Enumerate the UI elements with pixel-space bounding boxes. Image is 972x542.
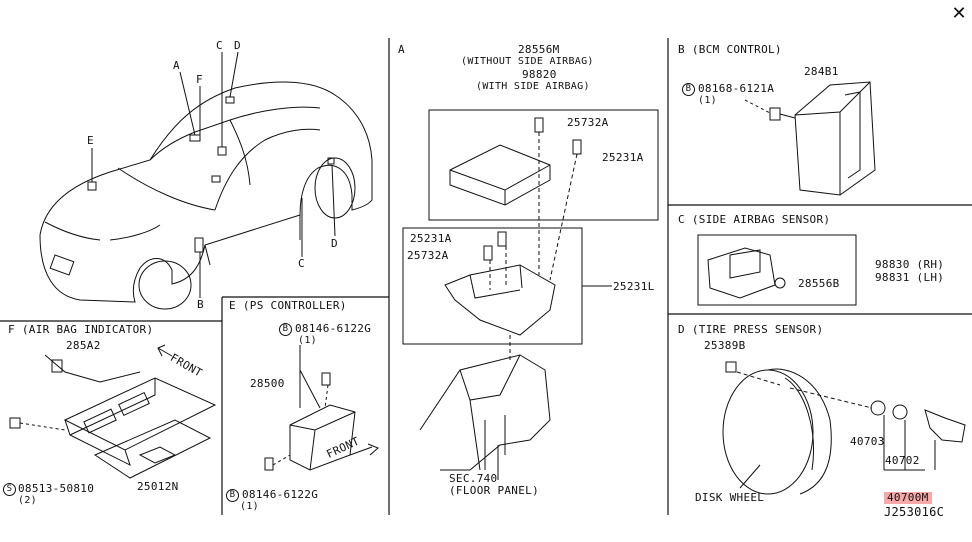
section-c-title: C (SIDE AIRBAG SENSOR) bbox=[678, 213, 831, 226]
section-b-drawing bbox=[744, 81, 876, 196]
car-label-a: A bbox=[173, 59, 180, 72]
part-40702: 40702 bbox=[885, 454, 920, 467]
part-08513-50810: 08513-50810 bbox=[18, 482, 95, 495]
part-40703: 40703 bbox=[850, 435, 885, 448]
car-label-e: E bbox=[87, 134, 94, 147]
section-d-drawing bbox=[722, 361, 966, 495]
diagram-code: J253016C bbox=[884, 505, 945, 519]
bolt-qty-b: (1) bbox=[698, 95, 717, 106]
car-label-c-bottom: C bbox=[298, 257, 305, 270]
part-25389b: 25389B bbox=[704, 339, 746, 352]
close-button[interactable]: ✕ bbox=[951, 3, 967, 24]
sec-740-label: SEC.740 bbox=[449, 472, 498, 485]
part-25732a-top: 25732A bbox=[567, 116, 609, 129]
section-d-title: D (TIRE PRESS SENSOR) bbox=[678, 323, 824, 336]
part-284b1: 284B1 bbox=[804, 65, 839, 78]
part-98820: 98820 bbox=[522, 68, 557, 81]
with-side-airbag-note: (WITH SIDE AIRBAG) bbox=[476, 81, 590, 92]
section-b-title: B (BCM CONTROL) bbox=[678, 43, 782, 56]
part-285a2: 285A2 bbox=[66, 339, 101, 352]
part-08168-6121a: 08168-6121A bbox=[698, 82, 775, 95]
section-a-letter: A bbox=[398, 43, 405, 56]
bolt-circle-b: B bbox=[682, 83, 695, 96]
car-label-d-top: D bbox=[234, 39, 241, 52]
car-label-d-bottom: D bbox=[331, 237, 338, 250]
section-e-title: E (PS CONTROLLER) bbox=[229, 299, 347, 312]
part-98830: 98830 (RH) bbox=[875, 258, 945, 271]
screw-circle-s: S bbox=[3, 483, 16, 496]
part-28556m: 28556M bbox=[518, 43, 560, 56]
part-08146-6122g-top: 08146-6122G bbox=[295, 322, 372, 335]
section-a-drawing bbox=[402, 109, 659, 480]
car-label-f: F bbox=[196, 73, 203, 86]
bolt-bottom-qty-e: (1) bbox=[240, 501, 259, 512]
part-25012n: 25012N bbox=[137, 480, 179, 493]
part-08146-6122g-bottom: 08146-6122G bbox=[242, 488, 319, 501]
panel-dividers bbox=[0, 38, 972, 515]
part-28500: 28500 bbox=[250, 377, 285, 390]
section-c-drawing bbox=[697, 234, 857, 306]
floor-panel-label: (FLOOR PANEL) bbox=[449, 484, 539, 497]
car-illustration bbox=[39, 51, 373, 310]
part-25732a-left: 25732A bbox=[407, 249, 449, 262]
bolt-circle-e-bottom: B bbox=[226, 489, 239, 502]
part-25231l: 25231L bbox=[613, 280, 655, 293]
section-e-drawing bbox=[264, 345, 379, 471]
section-f-drawing bbox=[9, 344, 217, 479]
section-f-title: F (AIR BAG INDICATOR) bbox=[8, 323, 154, 336]
part-98831: 98831 (LH) bbox=[875, 271, 945, 284]
car-label-c-top: C bbox=[216, 39, 223, 52]
part-28556b: 28556B bbox=[798, 277, 840, 290]
car-label-b: B bbox=[197, 298, 204, 311]
part-25231a-left: 25231A bbox=[410, 232, 452, 245]
part-25231a-top: 25231A bbox=[602, 151, 644, 164]
disk-wheel-label: DISK WHEEL bbox=[695, 491, 765, 504]
part-40700m[interactable]: 40700M bbox=[884, 492, 932, 504]
without-side-airbag-note: (WITHOUT SIDE AIRBAG) bbox=[461, 56, 594, 67]
bolt-top-qty-e: (1) bbox=[298, 335, 317, 346]
screw-qty-f: (2) bbox=[18, 495, 37, 506]
bolt-circle-e-top: B bbox=[279, 323, 292, 336]
